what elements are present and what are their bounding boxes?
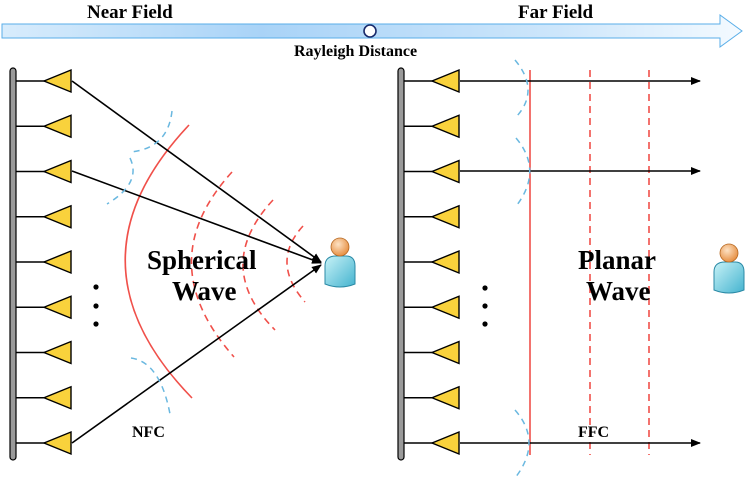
left-antenna-array [9, 67, 72, 461]
antenna-icon [430, 114, 460, 139]
antenna-icon [430, 159, 460, 184]
antenna-element [16, 295, 72, 320]
near-field-user-icon [324, 237, 356, 288]
ray-bottom [71, 264, 322, 444]
array-backplane [9, 67, 17, 461]
antenna-element [404, 114, 460, 139]
near-field-label: Near Field [87, 2, 173, 23]
far-field-label: Far Field [518, 2, 594, 23]
phase-arc [515, 137, 531, 206]
spherical-wavefronts [124, 124, 306, 399]
antenna-element [16, 430, 72, 456]
rayleigh-distance-label: Rayleigh Distance [294, 43, 417, 60]
antenna-element [16, 204, 72, 229]
antenna-element [404, 385, 460, 410]
spherical-wavefront-dashed-3 [286, 225, 306, 303]
ffc-label: FFC [578, 424, 609, 441]
nfc-label: NFC [132, 424, 165, 441]
right-phase-arcs [514, 59, 531, 479]
array-backplane [397, 67, 405, 461]
left-phase-arcs [106, 110, 173, 415]
phase-arc [130, 110, 173, 153]
phase-arc [130, 357, 171, 415]
antenna-icon [42, 68, 72, 94]
antenna-icon [42, 430, 72, 456]
ray-top [71, 80, 322, 263]
planar-wave-label: Planar [578, 245, 656, 275]
spherical-wavefront-dashed-2 [242, 199, 276, 331]
antenna-element [16, 249, 72, 275]
phase-arc [514, 59, 529, 117]
antenna-icon [430, 249, 460, 275]
antenna-element [404, 68, 460, 94]
spherical-wavefront-dashed-1 [190, 171, 235, 358]
antenna-icon [430, 385, 460, 410]
right-ellipsis [482, 285, 488, 327]
right-rays [460, 77, 701, 447]
antenna-icon [42, 204, 72, 229]
antenna-icon [430, 295, 460, 320]
antenna-element [404, 249, 460, 275]
antenna-icon [42, 249, 72, 275]
antenna-icon [430, 204, 460, 229]
antenna-icon [42, 159, 72, 184]
antenna-element [404, 340, 460, 365]
left-ellipsis [93, 284, 99, 327]
planar-wave-label-line2: Wave [586, 276, 651, 306]
antenna-element [16, 340, 72, 365]
antenna-icon [42, 295, 72, 320]
antenna-icon [42, 385, 72, 410]
antenna-element [16, 159, 72, 184]
far-field-user-icon [713, 243, 745, 294]
antenna-element [16, 385, 72, 410]
antenna-element [404, 430, 460, 456]
antenna-icon [430, 340, 460, 365]
antenna-element [404, 204, 460, 229]
distance-axis [1, 14, 743, 48]
antenna-element [16, 114, 72, 139]
antenna-icon [42, 340, 72, 365]
spherical-wavefront-solid [124, 124, 193, 399]
right-antenna-array [397, 67, 460, 461]
spherical-wave-label-line2: Wave [172, 276, 237, 306]
spherical-wave-label: Spherical [147, 245, 257, 275]
antenna-icon [430, 68, 460, 94]
antenna-element [404, 295, 460, 320]
planar-wavefronts [529, 70, 650, 455]
ray-middle [71, 170, 322, 264]
antenna-element [16, 68, 72, 94]
phase-arc [514, 409, 530, 479]
antenna-icon [42, 114, 72, 139]
left-rays [71, 80, 322, 444]
rayleigh-distance-marker [363, 24, 377, 38]
antenna-element [404, 159, 460, 184]
antenna-icon [430, 430, 460, 456]
phase-arc [106, 157, 134, 205]
